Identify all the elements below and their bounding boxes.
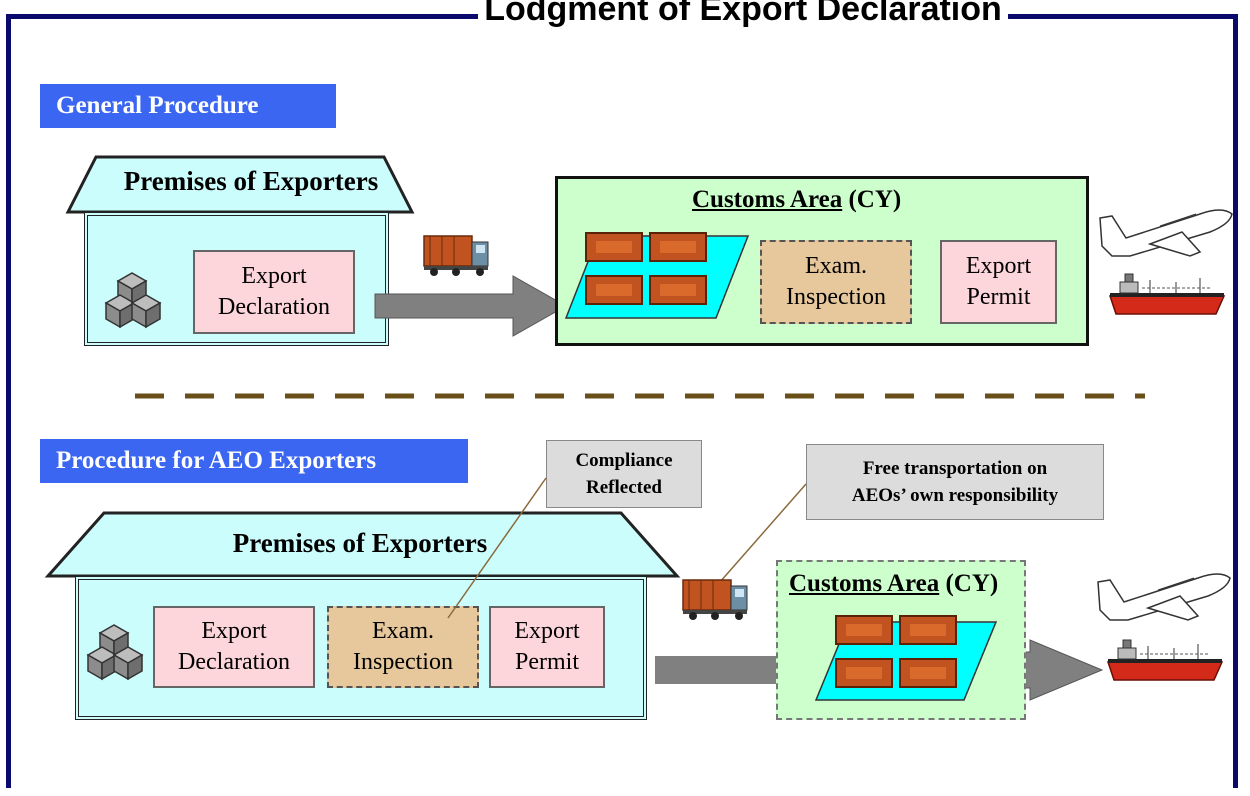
aeo-export-declaration-box: Export Declaration xyxy=(153,606,315,688)
customs-area-underlined: Customs Area xyxy=(692,186,843,213)
page-title: Lodgment of Export Declaration xyxy=(484,0,1002,28)
aeo-export-permit-box: Export Permit xyxy=(489,606,605,688)
general-customs-area-title: Customs Area (CY) xyxy=(692,186,901,214)
general-export-declaration-box: Export Declaration xyxy=(193,250,355,334)
container-icon xyxy=(585,232,707,305)
general-procedure-label: General Procedure xyxy=(40,84,336,128)
aeo-customs-area-title: Customs Area (CY) xyxy=(789,570,998,598)
aeo-premises-label: Premises of Exporters xyxy=(232,528,488,558)
general-exam-inspection-box: Exam. Inspection xyxy=(760,240,912,324)
general-export-permit-box: Export Permit xyxy=(940,240,1057,324)
aeo-procedure-label: Procedure for AEO Exporters xyxy=(40,439,468,483)
customs-area-suffix: (CY) xyxy=(842,186,902,213)
callout-compliance-reflected: Compliance Reflected xyxy=(546,440,702,508)
aeo-exam-inspection-box: Exam. Inspection xyxy=(327,606,479,688)
callout-free-transportation: Free transportation on AEOs’ own respons… xyxy=(806,444,1104,520)
customs-area-underlined: Customs Area xyxy=(789,570,940,597)
container-icon xyxy=(835,615,957,688)
general-premises-label: Premises of Exporters xyxy=(123,166,379,196)
title-mask xyxy=(478,0,1008,34)
customs-area-suffix: (CY) xyxy=(939,570,999,597)
